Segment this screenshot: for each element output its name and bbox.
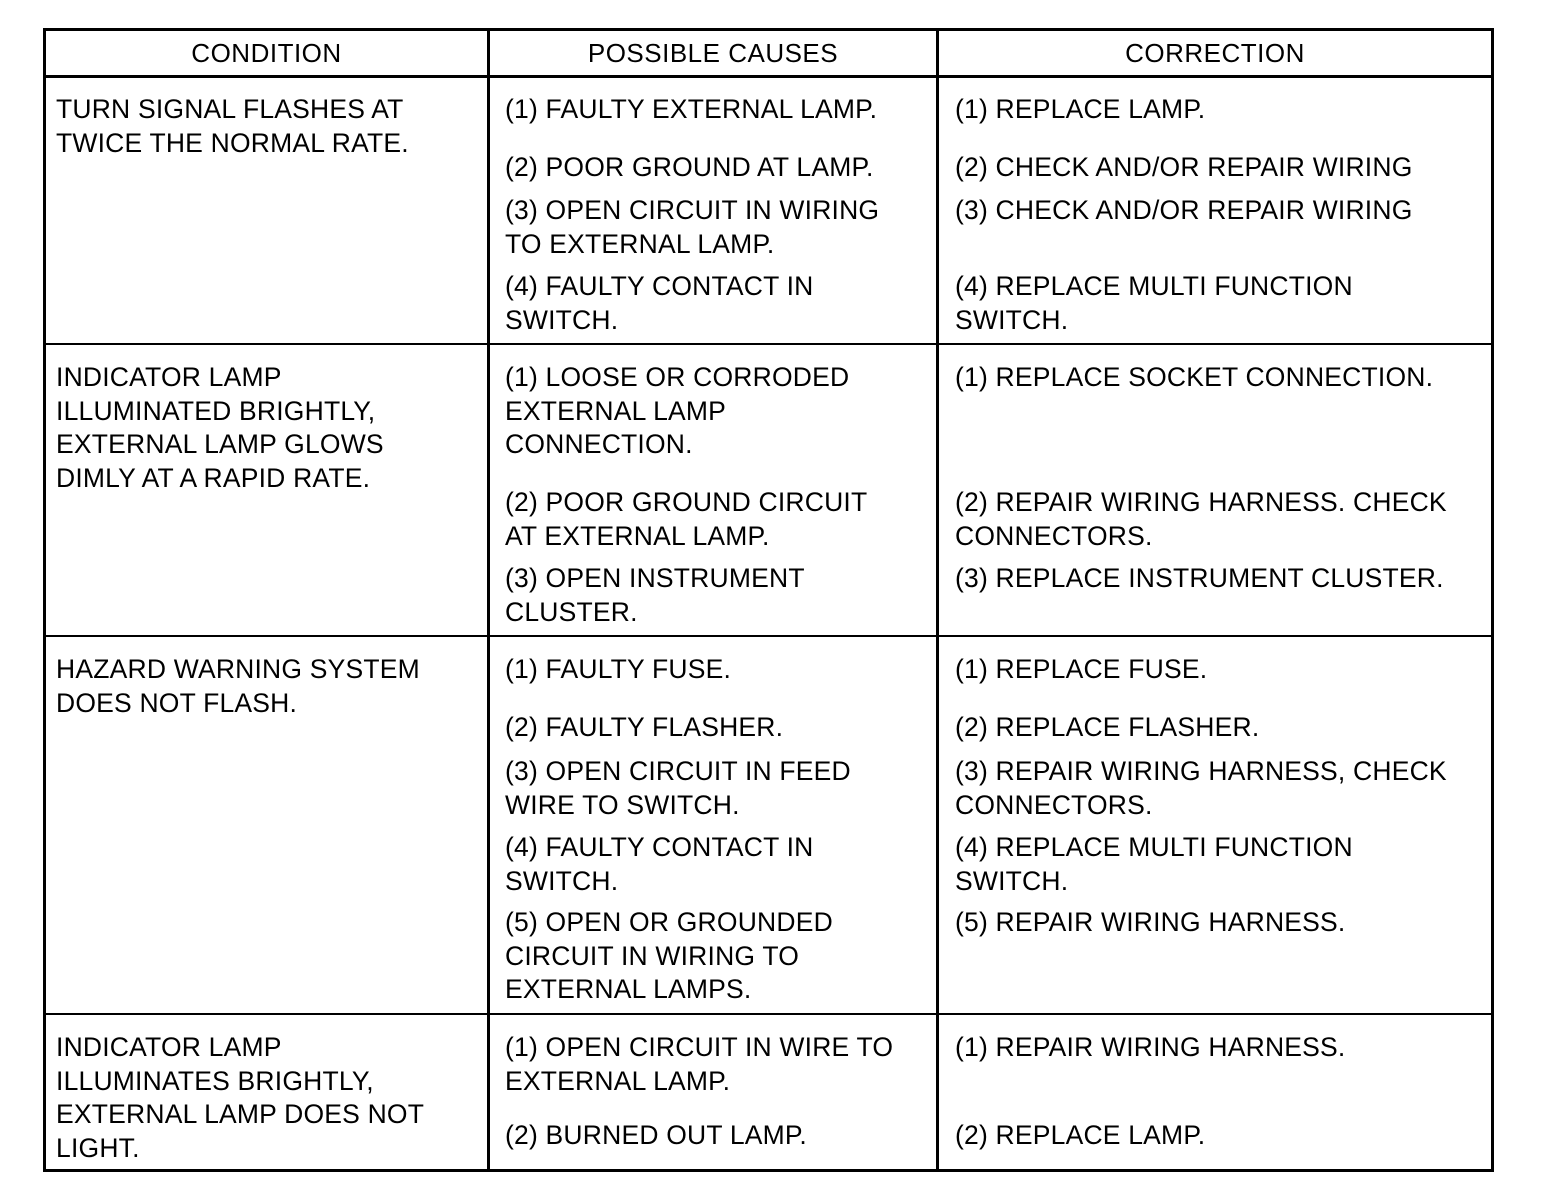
cause-item: (1) FAULTY FUSE. (505, 654, 732, 684)
correction-item: (3) CHECK AND/OR REPAIR WIRING (955, 195, 1413, 225)
cause-item: (2) FAULTY FLASHER. (505, 712, 784, 742)
correction-item: (2) CHECK AND/OR REPAIR WIRING (955, 152, 1413, 182)
cause-item: (2) BURNED OUT LAMP. (505, 1120, 807, 1150)
header-correction: CORRECTION (1125, 38, 1305, 68)
row-divider (46, 1013, 1491, 1015)
correction-item: (1) REPLACE LAMP. (955, 94, 1206, 124)
correction-item: (2) REPLACE LAMP. (955, 1120, 1206, 1150)
row-divider (46, 635, 1491, 637)
header-possible-causes: POSSIBLE CAUSES (587, 38, 839, 68)
column-divider (487, 31, 490, 1169)
correction-item: (1) REPAIR WIRING HARNESS. (955, 1032, 1346, 1062)
correction-item: (3) REPLACE INSTRUMENT CLUSTER. (955, 563, 1444, 593)
column-divider (936, 31, 939, 1169)
cause-item: (2) POOR GROUND AT LAMP. (505, 152, 874, 182)
header-divider (46, 75, 1491, 78)
correction-item: (2) REPLACE FLASHER. (955, 712, 1260, 742)
correction-item: (1) REPLACE SOCKET CONNECTION. (955, 362, 1434, 392)
header-condition: CONDITION (191, 38, 342, 68)
cause-item: (1) FAULTY EXTERNAL LAMP. (505, 94, 878, 124)
correction-item: (1) REPLACE FUSE. (955, 654, 1208, 684)
row-divider (46, 343, 1491, 345)
troubleshooting-table: CONDITION POSSIBLE CAUSES CORRECTION TUR… (43, 28, 1494, 1172)
correction-item: (5) REPAIR WIRING HARNESS. (955, 907, 1346, 937)
